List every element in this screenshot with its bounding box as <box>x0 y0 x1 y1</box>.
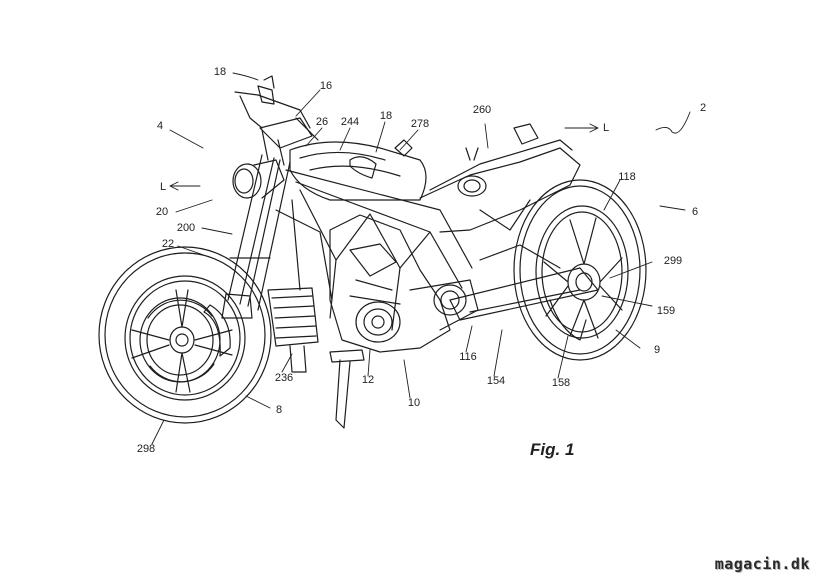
ref-label: 118 <box>618 171 636 183</box>
ref-label: 16 <box>320 80 332 92</box>
front-fork <box>222 155 290 318</box>
front-wheel <box>99 247 271 423</box>
ref-label: 158 <box>552 377 570 389</box>
ref-label: 278 <box>411 118 429 130</box>
ref-label: 159 <box>657 305 675 317</box>
ref-label: L <box>603 122 609 134</box>
ref-label: 236 <box>275 372 293 384</box>
ref-label: 9 <box>654 344 660 356</box>
ref-label: 4 <box>157 120 163 132</box>
ref-label: 12 <box>362 374 374 386</box>
ref-label: 200 <box>177 222 195 234</box>
ref-label: 8 <box>276 404 282 416</box>
ref-label: 10 <box>408 397 420 409</box>
radiator <box>268 288 318 372</box>
ref-label: 298 <box>137 443 155 455</box>
ref-label: 18 <box>214 66 226 78</box>
ref-label: 18 <box>380 110 392 122</box>
ref-label: 20 <box>156 206 168 218</box>
ref-label: 299 <box>664 255 682 267</box>
engine <box>330 215 478 352</box>
side-stand <box>330 350 364 428</box>
ref-label: 22 <box>162 238 174 250</box>
ref-label: 6 <box>692 206 698 218</box>
ref-label: 116 <box>459 351 477 363</box>
ref-label: 26 <box>316 116 328 128</box>
figure-caption: Fig. 1 <box>530 440 574 460</box>
ref-label: 2 <box>700 102 706 114</box>
ref-label: 154 <box>487 375 505 387</box>
ref-label: L <box>160 181 166 193</box>
ref-label: 244 <box>341 116 359 128</box>
watermark: magacin.dk <box>715 555 810 573</box>
rear-wheel <box>514 180 646 360</box>
seat-and-tail <box>420 124 580 232</box>
ref-label: 260 <box>473 104 491 116</box>
fuel-tank <box>290 140 426 200</box>
